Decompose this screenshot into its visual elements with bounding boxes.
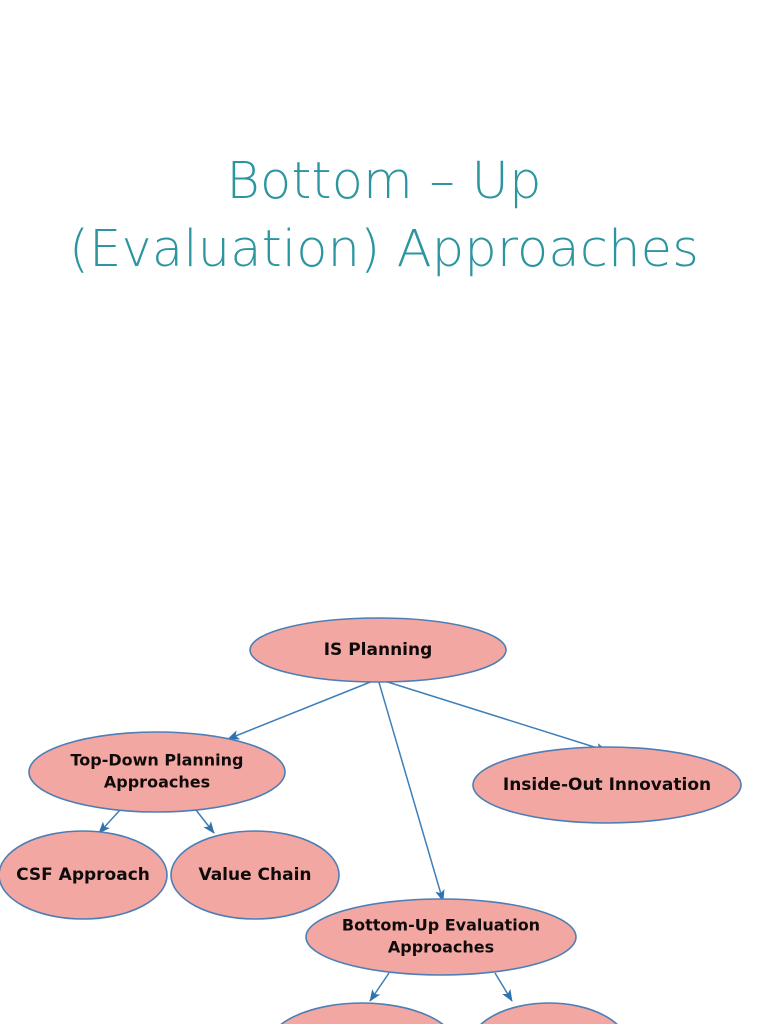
value-chain-label: Value Chain [198,865,311,885]
diagram-node-system-audit[interactable]: System Audit [469,1002,629,1024]
top-down-planning-approaches-label: Top-Down Planning [70,751,243,770]
edge-top-down-to-value-chain [195,809,215,834]
edge-is-planning-to-bottom-up [377,678,445,902]
edge-top-down-to-csf [98,809,121,834]
diagram-node-value-chain[interactable]: Value Chain [170,830,340,920]
page-title-line-1: Bottom – Up [226,152,542,211]
edge-bottom-up-to-left-node [369,972,390,1002]
edge-is-planning-to-top-down [227,678,379,740]
bottom-up-evaluation-approaches-label: Bottom-Up Evaluation [342,916,540,935]
csf-approach-label: CSF Approach [16,865,150,885]
diagram-node-csf-approach[interactable]: CSF Approach [0,830,168,920]
system-audit-shape [480,1002,618,1024]
is-planning-shape [249,617,507,683]
bottom-up-evaluation-approaches-shape [305,898,577,976]
is-planning-label: IS Planning [324,640,433,660]
value-chain-shape [170,830,340,920]
diagram-node-inside-out-innovation[interactable]: Inside-Out Innovation [472,746,742,824]
edge-is-planning-to-inside-out [377,678,608,753]
diagram-node-is-planning[interactable]: IS Planning [249,617,507,683]
diagram-edges [98,678,608,1002]
diagram-node-bottom-left-node[interactable] [267,1002,457,1024]
inside-out-innovation-label: Inside-Out Innovation [503,775,711,795]
bottom-up-evaluation-approaches-label: Approaches [388,937,494,956]
csf-approach-shape [0,830,168,920]
top-down-planning-approaches-shape [28,731,286,813]
page-title-line-2: (Evaluation) Approaches [69,220,699,279]
edge-bottom-up-to-system-audit [494,972,513,1002]
bottom-left-node-shape [280,1002,444,1024]
top-down-planning-approaches-label: Approaches [104,772,210,791]
page-title: Bottom – Up (Evaluation) Approaches [0,148,768,284]
inside-out-innovation-shape [472,746,742,824]
